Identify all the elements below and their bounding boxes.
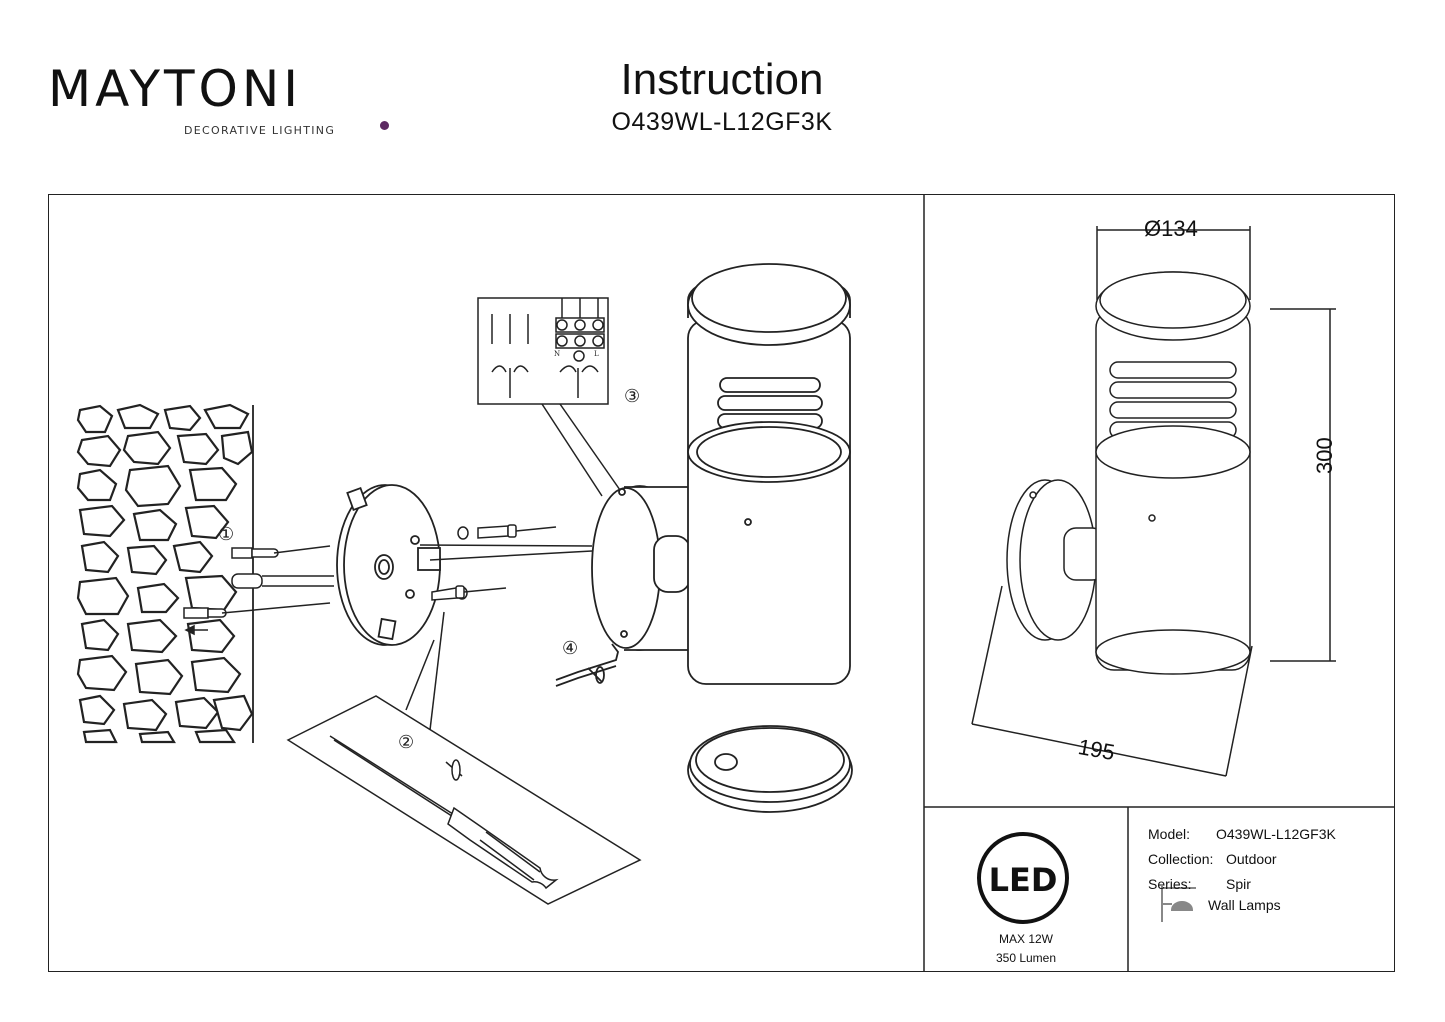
- dimension-diameter: Ø134: [1144, 216, 1198, 241]
- screwdriver-detail: [286, 611, 642, 905]
- bottom-cap: [687, 725, 853, 813]
- dimension-height: 300: [1312, 437, 1337, 474]
- spec-series-value: Spir: [1226, 876, 1251, 892]
- page-title: Instruction: [620, 55, 824, 104]
- spec-collection-label: Collection:: [1148, 851, 1214, 867]
- led-power: MAX 12W: [998, 932, 1053, 946]
- brand-logo: MAYTONI DECORATIVE LIGHTING: [48, 60, 389, 137]
- spec-model-label: Model:: [1148, 826, 1191, 842]
- wall-lamp-icon: [1161, 886, 1196, 922]
- led-badge-text: LED: [989, 861, 1058, 899]
- step-3-number: ③: [624, 386, 641, 407]
- wall-dowels: [183, 545, 334, 636]
- step-1-number: ①: [218, 524, 235, 545]
- step-2-number: ②: [398, 732, 415, 753]
- lamp-body: [591, 263, 851, 685]
- led-flux: 350 Lumen: [995, 951, 1057, 965]
- dimension-drawing: [971, 226, 1336, 777]
- mounting-plate: [336, 484, 441, 646]
- spec-model-value: O439WL-L12GF3K: [1216, 826, 1336, 842]
- fixing-screws: [419, 524, 593, 601]
- step-4-number: ④: [562, 638, 579, 659]
- stone-wall: [76, 403, 254, 744]
- terminal-l: L: [594, 350, 599, 358]
- allen-key: [555, 643, 619, 687]
- brand-name: MAYTONI: [48, 60, 303, 118]
- spec-collection-value: Outdoor: [1226, 851, 1277, 867]
- brand-dot-icon: [380, 121, 389, 130]
- instruction-frame: [48, 194, 1395, 972]
- model-code-heading: O439WL-L12GF3K: [611, 108, 833, 136]
- spec-type-value: Wall Lamps: [1208, 897, 1281, 913]
- wiring-detail: [477, 297, 621, 497]
- brand-tagline: DECORATIVE LIGHTING: [184, 124, 336, 137]
- led-badge-icon: LED: [977, 832, 1069, 924]
- terminal-n: N: [554, 350, 560, 358]
- spec-series-label: Series:: [1148, 876, 1192, 892]
